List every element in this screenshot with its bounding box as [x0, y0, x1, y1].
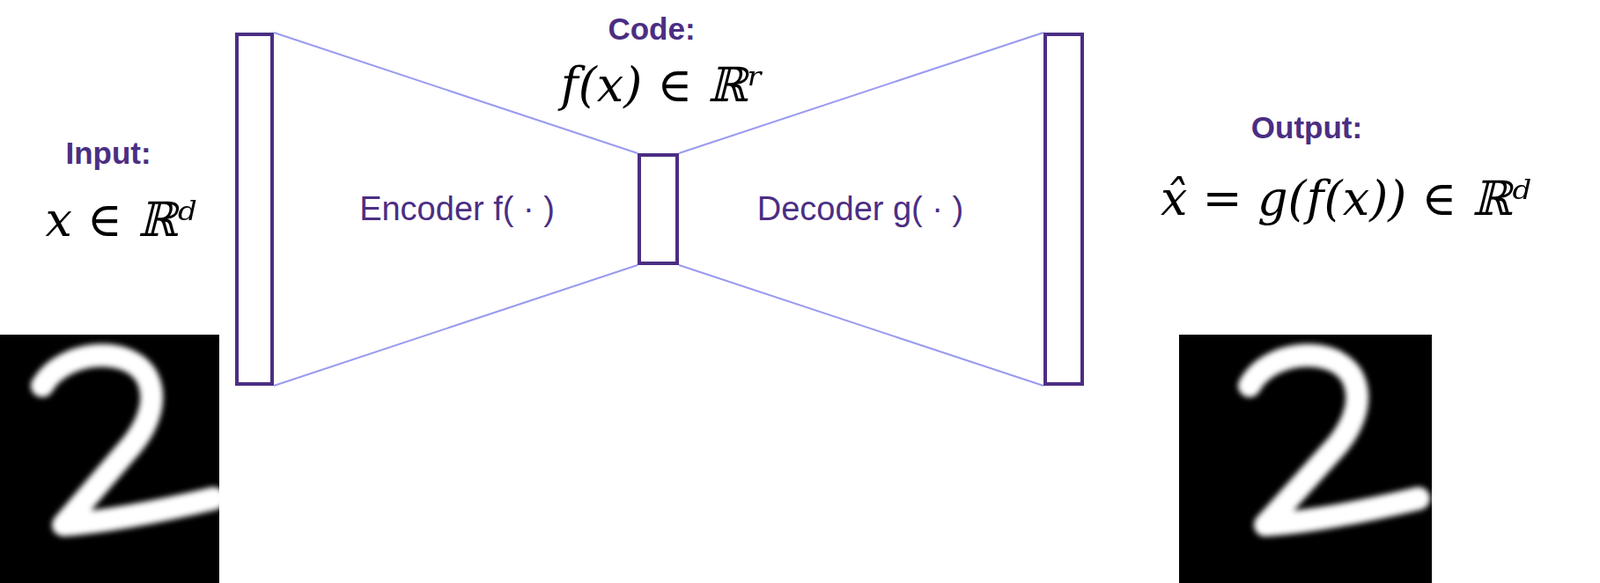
output-formula: x̂ = g(f(x)) ∈ ℝᵈ [1160, 171, 1531, 227]
trapezoid-edge-line [678, 265, 1044, 386]
input-formula: x ∈ ℝᵈ [44, 192, 196, 248]
output-heading: Output: [1251, 110, 1363, 146]
digit-stroke [1249, 354, 1419, 525]
input-digit-image [0, 334, 220, 583]
encoder-label: Encoder f( · ) [359, 190, 555, 229]
decoder-label: Decoder g( · ) [757, 190, 964, 229]
code-heading: Code: [607, 11, 695, 47]
output-digit-image [1179, 334, 1432, 583]
image-background [0, 334, 220, 583]
input-layer-box: Input:x ∈ ℝᵈ [235, 32, 274, 386]
code-layer-box: Code:f(x) ∈ ℝʳ [637, 153, 679, 266]
output-layer-box: Output:x̂ = g(f(x)) ∈ ℝᵈ [1043, 32, 1084, 386]
trapezoid-edge-line [273, 265, 638, 386]
code-formula: f(x) ∈ ℝʳ [560, 58, 765, 113]
trapezoid-edge-line [678, 32, 1044, 154]
input-heading: Input: [65, 135, 151, 171]
image-background [1179, 334, 1432, 583]
digit-stroke [42, 354, 214, 525]
